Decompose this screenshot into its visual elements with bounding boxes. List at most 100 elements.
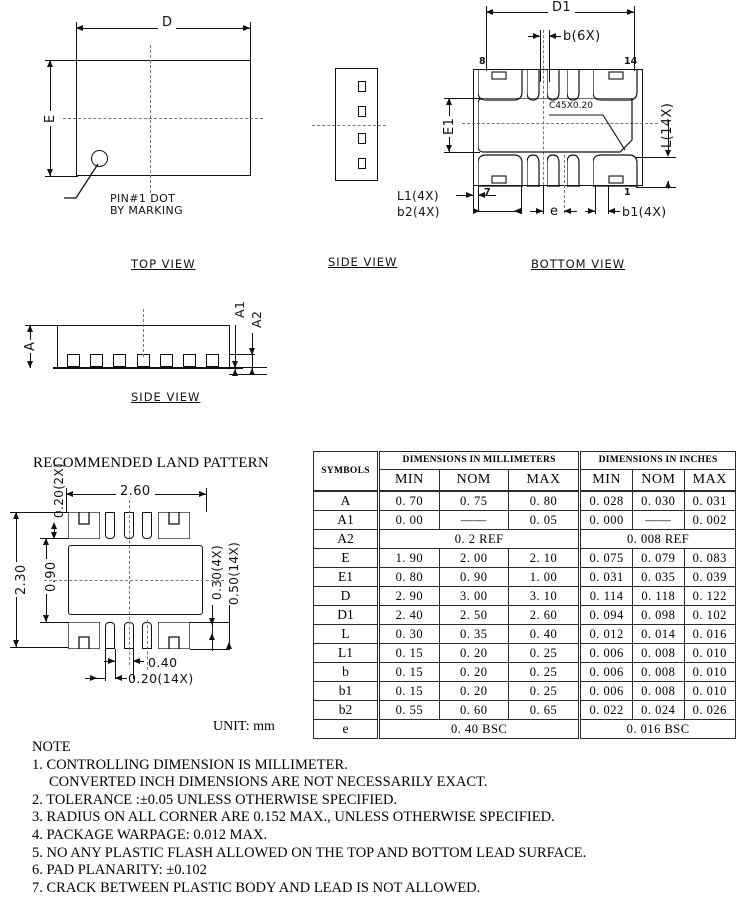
ext-line <box>45 176 78 177</box>
arrow-up <box>47 60 53 67</box>
land-dim-pad-len-4x-label: 0.30(4X) <box>210 544 224 600</box>
arrow-down <box>209 618 215 625</box>
table-cell-mm-max: 2. 60 <box>507 605 581 625</box>
side-body-left <box>57 325 58 367</box>
bottom-view-pad-top <box>547 70 560 101</box>
dimensions-table: SYMBOLS DIMENSIONS IN MILLIMETERS DIMENS… <box>312 451 737 739</box>
arrow-right <box>199 491 206 497</box>
arrow-left <box>608 208 615 214</box>
side-view-lead <box>160 354 173 367</box>
pin1-dot-circle <box>91 150 108 167</box>
table-header-group-in: DIMENSIONS IN INCHES <box>578 451 736 470</box>
table-cell-in-nom: 0. 024 <box>632 700 685 720</box>
arrow-right <box>627 9 634 15</box>
table-cell-mm-max: 0. 25 <box>507 681 581 701</box>
table-cell-mm-min: 0. 30 <box>377 624 440 644</box>
ext-line <box>229 374 267 375</box>
side-view-bottom: A A1 A2 SIDE VIEW <box>0 295 300 415</box>
table-cell-in-max: 0. 122 <box>683 586 737 606</box>
table-cell-in-nom: 0. 035 <box>632 567 685 587</box>
land-0-50-dim-line <box>229 605 230 650</box>
table-header-in-min: MIN <box>578 469 634 492</box>
table-cell-mm-min: 0. 55 <box>377 700 440 720</box>
land-pattern: 2.60 2.30 0.90 0.20(2X) <box>0 463 310 705</box>
arrow-right <box>473 208 480 214</box>
centerline-vertical-pad <box>564 155 565 213</box>
ext-line <box>636 187 676 188</box>
table-cell-mm-max: 1. 00 <box>507 567 581 587</box>
ext-line <box>444 98 480 99</box>
ext-line <box>543 186 544 214</box>
arrow-down <box>665 150 671 157</box>
table-cell-mm-nom: 3. 00 <box>438 586 509 606</box>
bottom-view-pad-corner-top-left <box>478 70 523 101</box>
arrow-right <box>108 658 115 664</box>
table-cell-in-max: 0. 016 <box>683 624 737 644</box>
b2-dim-line <box>473 211 521 212</box>
arrow-up <box>51 522 57 529</box>
side-view-lead <box>358 106 366 117</box>
table-cell-symbol: L1 <box>312 643 380 663</box>
land-pad-top <box>142 512 152 539</box>
arrow-down <box>446 145 452 152</box>
arrow-up <box>249 368 255 375</box>
table-cell-mm-span: 0. 40 BSC <box>377 719 581 739</box>
table-header: SYMBOLS DIMENSIONS IN MILLIMETERS DIMENS… <box>312 451 737 492</box>
ext-line <box>608 186 609 214</box>
table-cell-mm-min: 0. 80 <box>377 567 440 587</box>
bottom-view-pad-corner-bottom-right <box>593 154 638 187</box>
table-cell-in-nom: 0. 098 <box>632 605 685 625</box>
table-cell-in-span: 0. 016 BSC <box>578 719 736 739</box>
table-cell-symbol: b2 <box>312 700 380 720</box>
bottom-view-l14x-dimension-line <box>668 120 669 154</box>
bottom-view-pad-corner-bottom-left <box>478 154 523 187</box>
arrow-right <box>243 25 250 31</box>
table-header-row-subs: MIN NOM MAX MIN NOM MAX <box>314 469 737 492</box>
centerline-horizontal <box>63 118 263 119</box>
side-view-bottom-caption: SIDE VIEW <box>131 390 201 404</box>
ext-line <box>250 22 251 60</box>
ext-line <box>190 649 230 650</box>
table-cell-in-nom: 0. 079 <box>632 548 685 568</box>
ext-line <box>206 488 207 512</box>
arrow-left <box>514 208 521 214</box>
land-pad-top <box>105 512 115 539</box>
top-view: D E PIN#1 DOT BY MARKING TOP VIEW <box>0 0 300 280</box>
ext-line <box>478 186 479 211</box>
top-view-dim-d-label: D <box>158 15 177 30</box>
arrow-left <box>66 491 73 497</box>
table-cell-mm-max: 0. 65 <box>507 700 581 720</box>
table-cell-mm-min: 0. 15 <box>377 662 440 682</box>
table-cell-in-min: 0. 028 <box>578 490 634 511</box>
table-header-in-nom: NOM <box>632 469 685 492</box>
table-cell-symbol: A <box>312 490 380 511</box>
table-cell-in-nom: 0. 008 <box>632 681 685 701</box>
table-cell-mm-nom: 2. 50 <box>438 605 509 625</box>
table-cell-symbol: E <box>312 548 380 568</box>
table-cell-in-min: 0. 006 <box>578 662 634 682</box>
table-cell-mm-nom: 0. 20 <box>438 681 509 701</box>
l1-dim-line <box>478 195 496 196</box>
centerline-vertical <box>150 45 151 193</box>
table-header-row-groups: SYMBOLS DIMENSIONS IN MILLIMETERS DIMENS… <box>312 451 736 492</box>
land-pad-bottom-left-corner <box>68 622 100 649</box>
table-cell-in-min: 0. 006 <box>578 643 634 663</box>
side-view-dim-a1-line <box>235 325 236 375</box>
top-view-dim-e-label: E <box>43 111 58 126</box>
table-cell-mm-min: 2. 90 <box>377 586 440 606</box>
table-cell-in-max: 0. 083 <box>683 548 737 568</box>
note-item: 5. NO ANY PLASTIC FLASH ALLOWED ON THE T… <box>32 844 587 861</box>
side-view-dim-a1-label: A1 <box>232 300 247 318</box>
ext-line <box>444 152 480 153</box>
bottom-view-dim-e-label: e <box>548 204 561 219</box>
table-cell-in-min: 0. 094 <box>578 605 634 625</box>
ext-line <box>105 649 106 681</box>
table-cell-in-nom: 0. 008 <box>632 662 685 682</box>
unit-label: UNIT: mm <box>213 719 275 734</box>
table-cell-in-max: 0. 031 <box>683 490 737 511</box>
land-dim-pitch-label: 0.40 <box>148 655 178 670</box>
table-cell-in-min: 0. 000 <box>578 510 634 530</box>
